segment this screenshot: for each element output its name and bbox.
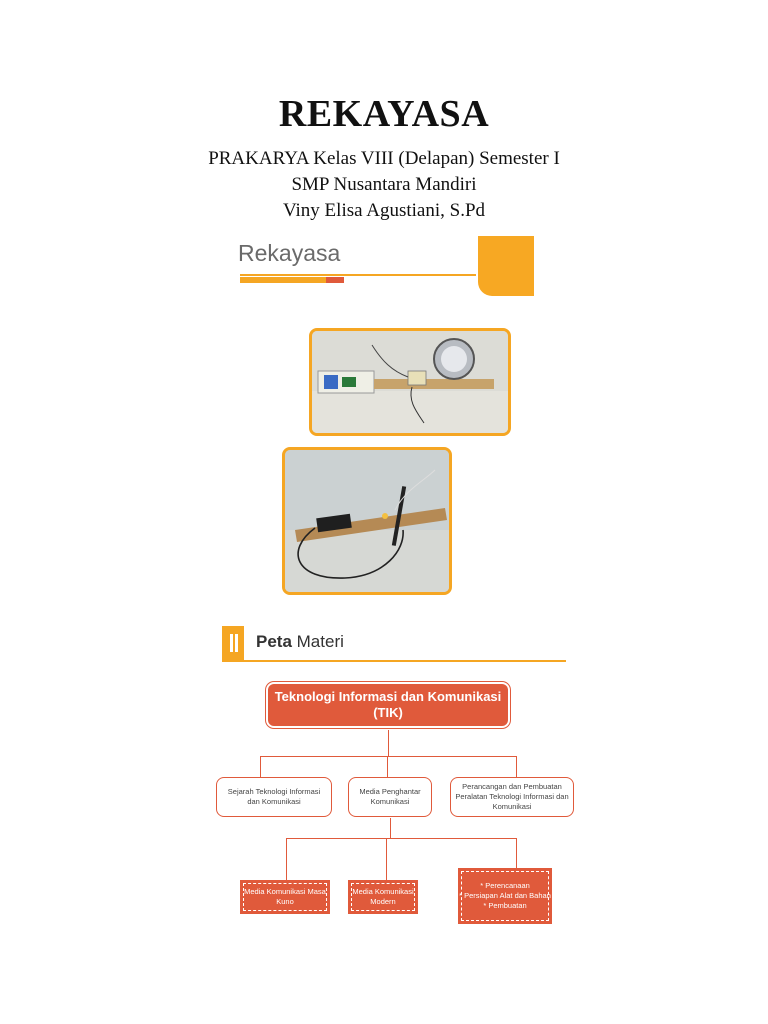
connector (516, 838, 517, 868)
connector (388, 730, 389, 756)
section-header-peta-materi: Peta Materi (222, 626, 566, 662)
banner-accent-yellow (240, 277, 326, 283)
section-marker (222, 626, 244, 660)
concept-main-node: Teknologi Informasi dan Komunikasi (TIK) (268, 684, 508, 726)
document-title: REKAYASA (278, 93, 490, 135)
connector (387, 756, 388, 778)
connector (286, 838, 516, 839)
chapter-banner-label: Rekayasa (238, 240, 341, 266)
concept-node-modern: Media Komunikasi Modern (348, 880, 418, 914)
subtitle-line-3: Viny Elisa Agustiani, S.Pd (282, 200, 486, 221)
subtitle-line-2: SMP Nusantara Mandiri (291, 174, 477, 195)
section-title-rest: Materi (291, 632, 344, 651)
concept-node-sejarah: Sejarah Teknologi Informasi dan Komunika… (216, 777, 332, 817)
project-photo-2 (282, 447, 452, 595)
banner-accent-red (326, 277, 344, 283)
connector (516, 756, 517, 778)
connector (386, 838, 387, 880)
project-photo-1-image (312, 331, 508, 433)
concept-node-perancangan: Perancangan dan Pembuatan Peralatan Tekn… (450, 777, 574, 817)
chapter-banner: Rekayasa (238, 236, 536, 298)
project-photo-1 (309, 328, 511, 436)
section-marker-stripe-2 (235, 634, 238, 652)
project-photo-2-image (285, 450, 449, 592)
connector (260, 756, 261, 778)
connector (390, 818, 391, 838)
banner-underline (240, 274, 476, 276)
concept-node-masa-kuno: Media Komunikasi Masa Kuno (240, 880, 330, 914)
banner-tab (478, 236, 534, 296)
section-marker-stripe (230, 634, 233, 652)
concept-node-media-penghantar: Media Penghantar Komunikasi (348, 777, 432, 817)
concept-map: Teknologi Informasi dan Komunikasi (TIK)… (200, 680, 600, 930)
section-title-bold: Peta (256, 632, 292, 651)
section-title: Peta Materi (256, 632, 344, 652)
section-underline (222, 660, 566, 662)
concept-node-tahapan: * Perencanaan * Persiapan Alat dan Bahan… (458, 868, 552, 924)
connector (286, 838, 287, 880)
connector (260, 756, 516, 757)
subtitle-line-1: PRAKARYA Kelas VIII (Delapan) Semester I (208, 148, 560, 169)
